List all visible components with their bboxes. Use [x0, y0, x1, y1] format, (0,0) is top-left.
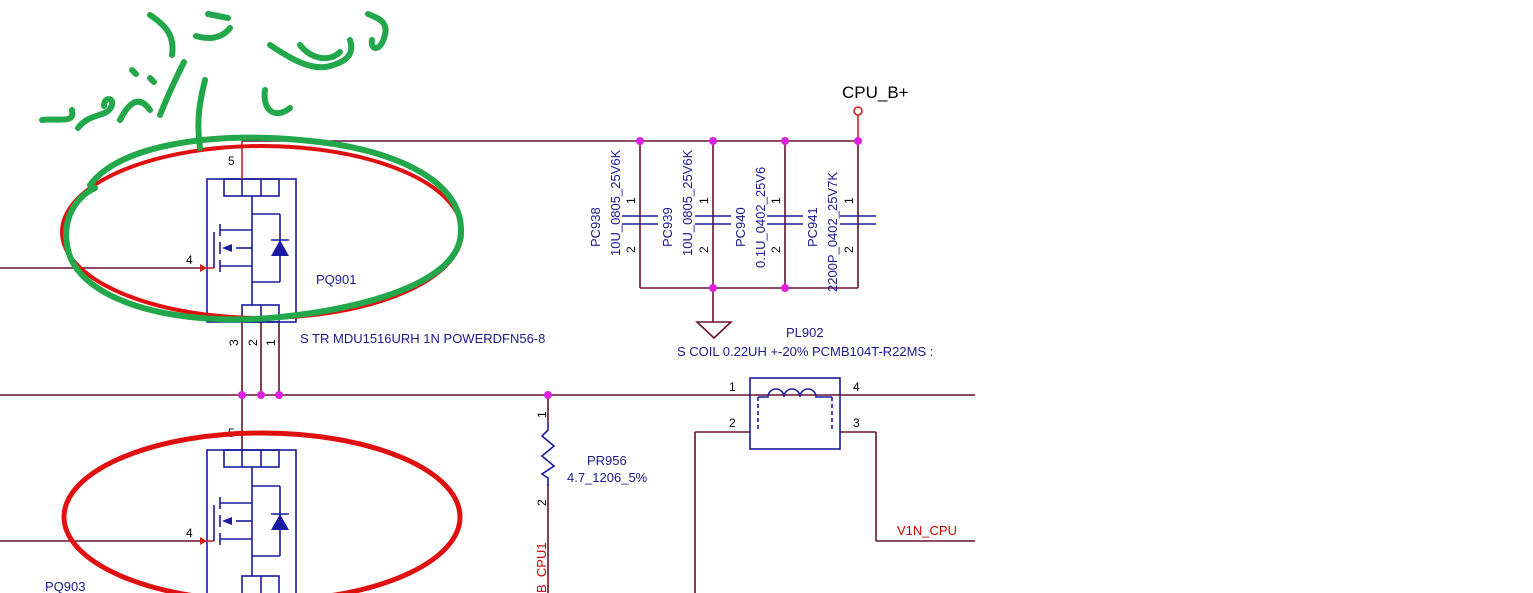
cap-value: 2200P_0402_25V7K: [825, 172, 840, 292]
cap-value: 10U_0805_25V6K: [608, 149, 623, 256]
cap-ref: PC939: [660, 207, 675, 247]
pq901-ref: PQ901: [316, 272, 356, 287]
green-circle: [63, 134, 464, 323]
cap-pin2: 2: [769, 246, 783, 253]
inductor-pl902: 1 2 3 4 PL902 S COIL 0.22UH +-20% PCMB10…: [677, 325, 933, 450]
junction-dot: [257, 391, 265, 399]
wires: [0, 115, 975, 593]
junction-dot: [275, 391, 283, 399]
green-writing-left: [39, 59, 187, 131]
ground-symbol: [694, 321, 734, 340]
green-handwriting: [39, 11, 464, 323]
junction-dots: [238, 137, 862, 399]
capacitor-pc940: 1 2 PC940 0.1U_0402_25V6: [733, 167, 803, 268]
cap-pin2: 2: [697, 246, 711, 253]
cpu-b-plus-terminal: CPU_B+: [842, 83, 909, 116]
cap-pin1: 1: [624, 197, 638, 204]
resistor-pin1: 1: [535, 411, 549, 418]
cap-pin2: 2: [842, 246, 856, 253]
inductor-coil: [758, 388, 832, 398]
cap-ref: PC938: [588, 207, 603, 247]
pq903-pin-gate: 4: [186, 526, 193, 540]
resistor-ref: PR956: [587, 453, 627, 468]
cpu-b-plus-label: CPU_B+: [842, 83, 909, 102]
net-label-boot: B_CPU1: [534, 542, 549, 593]
junction-dot: [781, 284, 789, 292]
cap-pin1: 1: [842, 197, 856, 204]
junction-dot: [781, 137, 789, 145]
inductor-pin1: 1: [729, 380, 736, 394]
pq903-diode: [271, 514, 289, 530]
red-circle-bottom: [61, 430, 463, 593]
junction-dot: [636, 137, 644, 145]
pq903-drain-pad: [223, 449, 280, 468]
cap-pin1: 1: [769, 197, 783, 204]
pq903-arrow: [222, 517, 232, 525]
resistor-zigzag: [540, 422, 556, 486]
pq901-diode: [271, 240, 289, 256]
junction-dot: [709, 137, 717, 145]
inductor-pin2: 2: [729, 416, 736, 430]
pq901-pin-s1: 1: [264, 339, 278, 346]
green-writing-top: [147, 11, 233, 58]
capacitor-pc941: 1 2 PC941 2200P_0402_25V7K: [805, 172, 876, 292]
inductor-pin4: 4: [853, 380, 860, 394]
pq901-arrow: [222, 244, 232, 252]
pq901-pin-gate: 4: [186, 253, 193, 267]
pq901-desc: S TR MDU1516URH 1N POWERDFN56-8: [300, 331, 545, 346]
capacitors: 1 2 PC938 10U_0805_25V6K 1 2 PC939 10U_0…: [588, 149, 876, 292]
resistor-gap: [538, 422, 558, 484]
inductor-body: [749, 377, 841, 450]
terminal-circle: [853, 106, 863, 116]
net-label-v1n-cpu: V1N_CPU: [897, 523, 957, 538]
junction-dot: [854, 137, 862, 145]
pq903-gate-arrow: [200, 537, 207, 545]
cap-value: 10U_0805_25V6K: [680, 149, 695, 256]
junction-dot: [238, 391, 246, 399]
green-stroke: [195, 77, 208, 151]
cap-ref: PC940: [733, 207, 748, 247]
pq901-pin-drain: 5: [228, 154, 235, 168]
capacitor-pc939: 1 2 PC939 10U_0805_25V6K: [660, 149, 731, 256]
mosfet-pq903: 5 4 PQ903: [45, 426, 297, 593]
resistor-pr956: 1 2 PR956 4.7_1206_5%: [535, 411, 648, 506]
cap-pin2: 2: [624, 246, 638, 253]
pq901-drain-pad: [223, 178, 280, 197]
pq901-gate-arrow: [200, 264, 207, 272]
ground-triangle: [694, 321, 734, 340]
pq901-pin-s3: 3: [227, 339, 241, 346]
junction-dot: [544, 391, 552, 399]
pq901-pin-s2: 2: [246, 339, 260, 346]
pq903-ref: PQ903: [45, 579, 85, 593]
resistor-value: 4.7_1206_5%: [567, 470, 648, 485]
mosfet-pq901: 5 4 3 2 1 PQ901 S TR MDU1516URH 1N POWER…: [186, 141, 545, 346]
cap-pin1: 1: [697, 197, 711, 204]
junction-dot: [709, 284, 717, 292]
cap-value: 0.1U_0402_25V6: [753, 167, 768, 268]
green-writing-right: [261, 11, 389, 117]
cap-ref: PC941: [805, 207, 820, 247]
inductor-desc: S COIL 0.22UH +-20% PCMB104T-R22MS :: [677, 344, 933, 359]
capacitor-pc938: 1 2 PC938 10U_0805_25V6K: [588, 149, 658, 256]
inductor-pin3: 3: [853, 416, 860, 430]
resistor-pin2: 2: [535, 499, 549, 506]
inductor-ref: PL902: [786, 325, 824, 340]
red-annotations: [60, 144, 464, 593]
